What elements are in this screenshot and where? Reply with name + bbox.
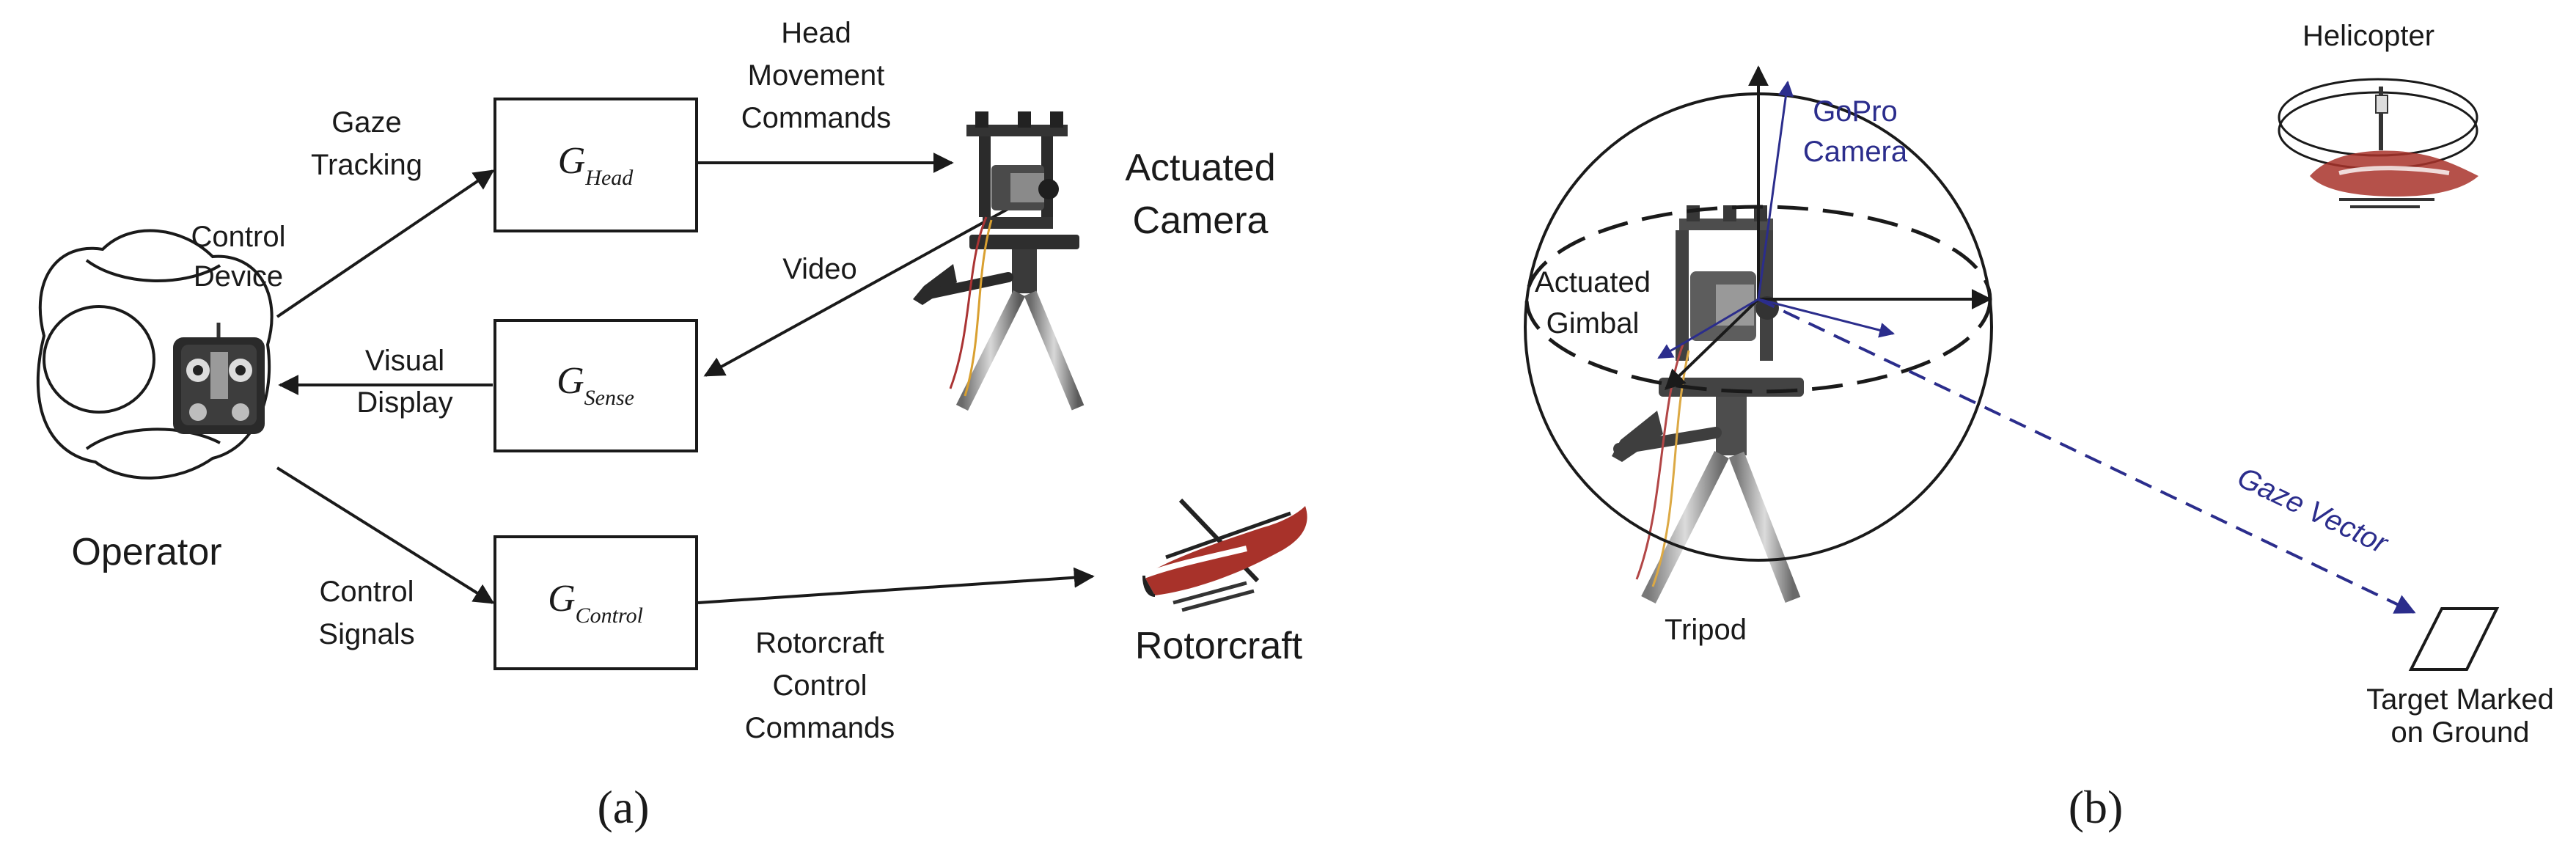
y-axis-arrow <box>1664 298 1760 390</box>
caption-b: (b) <box>2069 781 2124 833</box>
svg-text:GSense: GSense <box>557 360 634 410</box>
caption-a: (a) <box>597 781 649 833</box>
panel-b: Gaze Vector Target Marked on Ground GoPr… <box>1524 20 2554 833</box>
g-sense-symbol: G <box>557 360 584 402</box>
actuated-camera-label-2: Camera <box>1133 199 1269 242</box>
rotorcraft-commands-label-2: Control <box>773 669 867 702</box>
gimbal-tripod-icon <box>1612 205 1804 603</box>
g-control-block: GControl <box>493 535 698 670</box>
video-arrow <box>703 205 1013 377</box>
gaze-tracking-label-1: Gaze <box>331 106 402 139</box>
svg-text:GControl: GControl <box>548 578 643 628</box>
gimbal-label-1: Actuated <box>1535 266 1651 298</box>
g-control-subscript: Control <box>576 603 643 628</box>
panel-a: Control Device Operator Gaze Tracking Vi… <box>36 17 1307 833</box>
control-device-label-1: Control <box>191 221 286 253</box>
head-commands-label-3: Commands <box>741 102 892 134</box>
rotorcraft-icon <box>1142 498 1307 612</box>
g-sense-block: GSense <box>493 319 698 452</box>
g-head-subscript: Head <box>584 166 634 190</box>
actuated-camera-label-1: Actuated <box>1125 147 1275 189</box>
video-label: Video <box>782 253 857 285</box>
helicopter-label: Helicopter <box>2302 20 2434 52</box>
g-head-block: GHead <box>493 98 698 232</box>
tripod-label: Tripod <box>1665 614 1747 646</box>
target-label-1: Target Marked <box>2366 683 2554 716</box>
control-device-icon <box>173 323 265 434</box>
g-sense-subscript: Sense <box>584 386 634 410</box>
head-commands-label-2: Movement <box>748 59 885 92</box>
target-label-2: on Ground <box>2390 716 2529 749</box>
gaze-tracking-label-2: Tracking <box>311 149 422 181</box>
camera-side-arrow <box>1657 298 1759 359</box>
camera-up-arrow <box>1757 80 1794 300</box>
g-control-symbol: G <box>548 578 576 620</box>
control-signals-label-2: Signals <box>318 618 414 650</box>
head-commands-label-1: Head <box>781 17 851 49</box>
camera-forward-arrow <box>1758 298 1896 338</box>
visual-display-label-2: Display <box>356 386 452 419</box>
control-device-label-2: Device <box>194 260 283 293</box>
gopro-label-1: GoPro <box>1813 95 1898 128</box>
gaze-vector-arrow <box>1758 298 2416 614</box>
svg-text:GHead: GHead <box>558 140 634 190</box>
gimbal-label-2: Gimbal <box>1546 307 1640 340</box>
control-signals-label-1: Control <box>320 576 414 608</box>
visual-display-label-1: Visual <box>365 345 444 377</box>
gopro-label-2: Camera <box>1803 136 1908 168</box>
rotorcraft-commands-arrow <box>697 567 1095 604</box>
rotorcraft-commands-label-1: Rotorcraft <box>755 627 884 659</box>
operator-icon <box>36 229 274 480</box>
g-head-symbol: G <box>558 140 586 182</box>
rotorcraft-commands-label-3: Commands <box>745 712 895 744</box>
gaze-vector-label: Gaze Vector <box>2232 461 2393 561</box>
helicopter-icon <box>2278 78 2478 208</box>
control-signals-arrow <box>276 466 495 604</box>
rotorcraft-label: Rotorcraft <box>1135 625 1303 667</box>
target-marker <box>2408 607 2500 671</box>
actuated-camera-icon <box>913 111 1085 411</box>
operator-label: Operator <box>71 531 221 573</box>
gaze-tracking-arrow <box>276 169 495 318</box>
